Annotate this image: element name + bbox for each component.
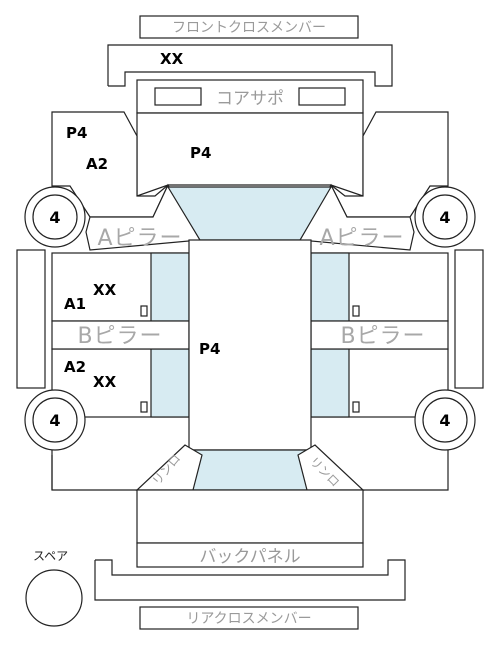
- front-door-left-code: A1: [64, 295, 86, 313]
- tyre-rear-left-value: 4: [49, 411, 60, 430]
- bonnet-code: P4: [190, 144, 211, 162]
- front-cross-member-value: XX: [160, 50, 184, 68]
- tyre-front-left[interactable]: [32, 194, 78, 240]
- door-handle-rear-left[interactable]: [140, 401, 148, 413]
- headlight-right[interactable]: [298, 87, 346, 106]
- front-window-left[interactable]: [150, 252, 190, 322]
- rear-door-left-code: A2: [64, 358, 86, 376]
- tyre-rear-right-value: 4: [439, 411, 450, 430]
- rear-window-right[interactable]: [310, 348, 350, 418]
- tyre-front-right-value: 4: [439, 208, 450, 227]
- b-pillar-left[interactable]: [51, 320, 190, 350]
- a-pillar-left-label: Aピラー: [97, 226, 182, 251]
- spare-label: スペア: [33, 549, 68, 563]
- door-handle-front-left[interactable]: [140, 305, 148, 317]
- roof[interactable]: [188, 239, 312, 451]
- rear-cross-member-box[interactable]: [139, 606, 359, 630]
- bonnet[interactable]: [136, 112, 364, 197]
- back-panel[interactable]: [136, 542, 364, 568]
- door-handle-front-right[interactable]: [352, 305, 360, 317]
- rear-window[interactable]: [188, 449, 312, 491]
- back-panel-label: バックパネル: [199, 547, 300, 567]
- b-pillar-left-label: Bピラー: [77, 324, 162, 349]
- tyre-front-right[interactable]: [422, 194, 468, 240]
- front-window-right[interactable]: [310, 252, 350, 322]
- front-bumper-bracket[interactable]: [107, 44, 393, 87]
- rear-door-left-value: XX: [93, 373, 117, 391]
- door-handle-rear-right[interactable]: [352, 401, 360, 413]
- front-door-left-value: XX: [93, 281, 117, 299]
- trunk[interactable]: [136, 489, 364, 544]
- front-left-fender-code: P4: [66, 124, 87, 142]
- side-skirt-right[interactable]: [454, 249, 484, 389]
- core-support-label: コアサポ: [216, 89, 284, 109]
- front-cross-member-label: フロントクロスメンバー: [172, 20, 326, 36]
- a-pillar-right-label: Aピラー: [319, 226, 404, 251]
- b-pillar-right-label: Bピラー: [340, 324, 425, 349]
- rear-bumper-bracket[interactable]: [94, 559, 406, 601]
- front-left-fender-code-2: A2: [86, 155, 108, 173]
- spare-tyre[interactable]: [25, 569, 83, 627]
- rear-cross-member-label: リアクロスメンバー: [186, 611, 311, 627]
- tyre-rear-right[interactable]: [422, 397, 468, 443]
- roof-code: P4: [199, 340, 220, 358]
- tyre-rear-left[interactable]: [32, 397, 78, 443]
- headlight-left[interactable]: [154, 87, 202, 106]
- rear-window-left[interactable]: [150, 348, 190, 418]
- tyre-front-left-value: 4: [49, 208, 60, 227]
- front-cross-member-box[interactable]: [139, 15, 359, 39]
- side-skirt-left[interactable]: [16, 249, 46, 389]
